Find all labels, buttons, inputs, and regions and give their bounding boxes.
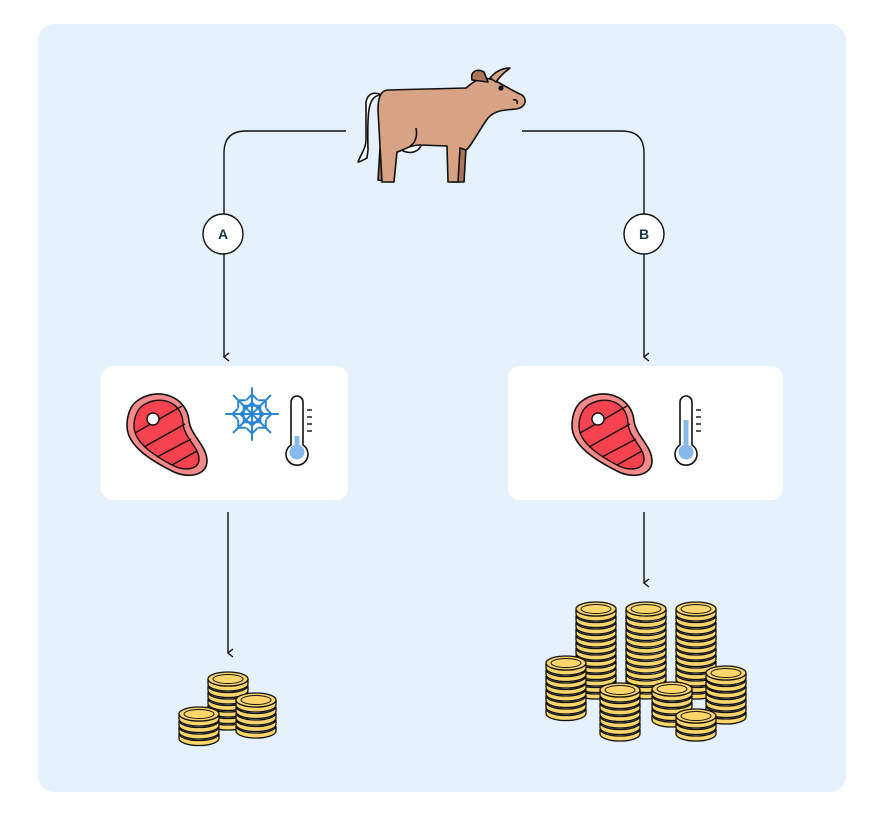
- coin-stack: [545, 655, 587, 722]
- coin: [675, 660, 717, 674]
- branch-label-b: B: [623, 213, 665, 255]
- coin: [675, 634, 717, 648]
- coin: [207, 685, 249, 699]
- coin: [575, 621, 617, 635]
- coin: [675, 722, 717, 736]
- coin: [575, 615, 617, 629]
- card-a: [101, 366, 348, 500]
- coin: [599, 715, 641, 729]
- coin: [599, 702, 641, 716]
- coin: [235, 712, 277, 726]
- coin-stack: [178, 706, 220, 747]
- coin: [545, 708, 587, 722]
- coin: [575, 641, 617, 655]
- coin: [545, 701, 587, 715]
- coin: [625, 615, 667, 629]
- coin: [675, 628, 717, 642]
- small-coin-pile: [178, 671, 277, 747]
- coin: [705, 692, 747, 706]
- coin: [675, 621, 717, 635]
- coin: [545, 675, 587, 689]
- coin-stack: [675, 708, 717, 742]
- coin: [705, 679, 747, 693]
- card-b: [508, 366, 783, 500]
- large-coin-pile: [545, 601, 747, 742]
- coin: [235, 725, 277, 739]
- coin: [599, 728, 641, 742]
- thermometer-icon: [674, 395, 702, 467]
- coin: [675, 615, 717, 629]
- coin: [545, 688, 587, 702]
- coin: [575, 628, 617, 642]
- coin: [625, 654, 667, 668]
- coin: [599, 696, 641, 710]
- coin-stack: [235, 692, 277, 739]
- branch-label-a-text: A: [218, 226, 228, 242]
- coin: [705, 685, 747, 699]
- coin: [625, 660, 667, 674]
- branch-label-a: A: [202, 213, 244, 255]
- coin: [545, 695, 587, 709]
- coin: [235, 706, 277, 720]
- snowflake-icon: [225, 387, 279, 441]
- coin: [599, 709, 641, 723]
- coin: [675, 728, 717, 742]
- coin: [178, 726, 220, 740]
- coin: [545, 682, 587, 696]
- coin: [675, 647, 717, 661]
- coin: [235, 719, 277, 733]
- coin: [178, 733, 220, 747]
- coin: [625, 667, 667, 681]
- coin: [675, 654, 717, 668]
- coin: [625, 621, 667, 635]
- coin: [599, 722, 641, 736]
- coin: [675, 641, 717, 655]
- coin: [575, 647, 617, 661]
- branch-label-b-text: B: [639, 226, 649, 242]
- cow-icon: [357, 67, 526, 183]
- coin: [625, 634, 667, 648]
- connector-b: [522, 130, 650, 362]
- connector-a: [222, 130, 346, 362]
- coin: [178, 720, 220, 734]
- thermometer-icon: [285, 395, 313, 467]
- coin: [575, 634, 617, 648]
- coin-stack: [599, 682, 641, 742]
- coin: [545, 669, 587, 683]
- coin: [625, 641, 667, 655]
- coin: [625, 628, 667, 642]
- coin: [705, 698, 747, 712]
- coin: [625, 647, 667, 661]
- coin: [651, 695, 693, 709]
